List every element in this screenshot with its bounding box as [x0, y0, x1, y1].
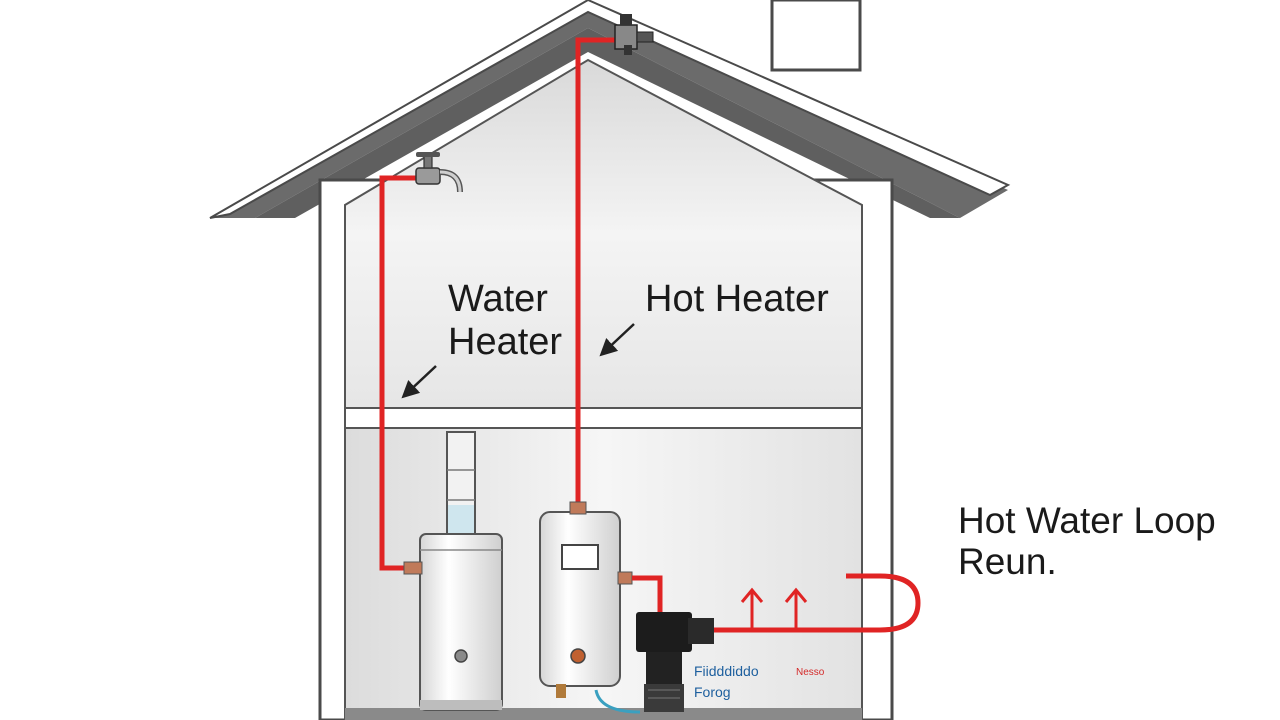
hot-water-loop-label-line2: Reun. [958, 541, 1057, 583]
chimney [770, 0, 862, 72]
loop-return-pipe [714, 573, 921, 633]
water-heater-label-line2: Heater [448, 320, 563, 363]
pointer-arrow-water-heater [401, 365, 437, 399]
water-heater-label-line1: Water [448, 278, 548, 320]
hot-water-loop-label-line1: Hot Water Loop [958, 500, 1216, 541]
water-heater-right [539, 501, 633, 698]
vent-stack [446, 431, 476, 537]
flow-arrows [740, 587, 808, 628]
hot-water-loop-label: Hot Water Loop Reun. [958, 500, 1216, 583]
hot-pipe-right [575, 37, 615, 505]
pump-tag: Nesso [796, 667, 825, 678]
hot-pipe-left [379, 175, 420, 571]
pump-icon [636, 612, 714, 712]
water-heater-left [403, 533, 503, 711]
pump-label-line1: Fiidddiddo [694, 663, 759, 679]
hot-pipe-to-pump [632, 575, 663, 612]
faucet-icon [415, 152, 463, 193]
pump-label-line2: Forog [694, 684, 731, 700]
cold-pipe [594, 689, 641, 714]
arrow-icon [740, 587, 764, 628]
valve-icon [614, 14, 654, 55]
arrow-icon [784, 587, 808, 628]
hot-heater-label: Hot Heater [645, 278, 829, 320]
water-heater-label: Water Heater [448, 278, 562, 363]
floor-slab [344, 407, 863, 429]
pointer-arrow-hot-heater [599, 323, 635, 357]
